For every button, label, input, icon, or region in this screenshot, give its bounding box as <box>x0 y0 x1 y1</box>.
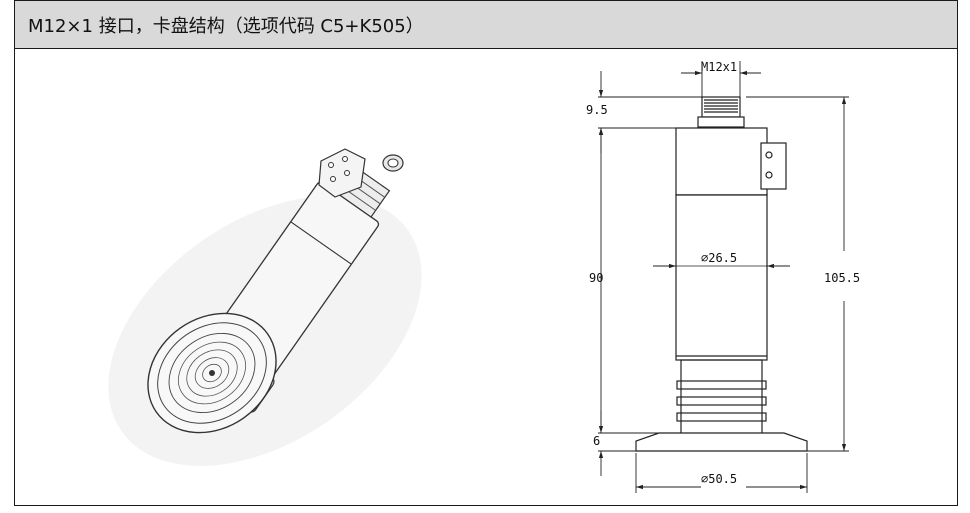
dim-body-diameter-label: ∅26.5 <box>701 251 737 265</box>
dim-flange-diameter-label: ∅50.5 <box>701 472 737 486</box>
dim-flange-thickness-label: 6 <box>593 434 600 448</box>
spec-frame: M12×1 接口，卡盘结构（选项代码 C5+K505） <box>14 0 958 506</box>
dim-total-height-label: 105.5 <box>824 271 860 285</box>
drawing-panel: M12x1 9.5 90 ∅26.5 105.5 6 ∅50.5 <box>15 49 957 505</box>
dim-connector-label: M12x1 <box>701 60 737 74</box>
spec-header: M12×1 接口，卡盘结构（选项代码 C5+K505） <box>15 1 957 49</box>
dim-body-length-label: 90 <box>589 271 603 285</box>
sensor-3d-illustration <box>108 148 422 466</box>
page-title: M12×1 接口，卡盘结构（选项代码 C5+K505） <box>28 16 424 37</box>
drawing-canvas: M12x1 9.5 90 ∅26.5 105.5 6 ∅50.5 <box>108 60 860 493</box>
dim-top-offset-label: 9.5 <box>586 103 608 117</box>
dimension-drawing <box>598 61 849 493</box>
